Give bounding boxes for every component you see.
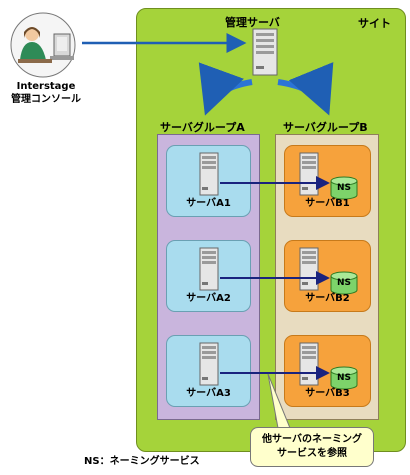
console-label-line1: Interstage: [16, 81, 76, 92]
server-a1-label: サーバA1: [186, 198, 231, 209]
admin-server-icon: [252, 28, 278, 80]
naming-db-icon: [330, 271, 358, 295]
site-label: サイト: [358, 17, 391, 30]
server-b3: NS サーバB3: [284, 335, 371, 407]
console-label: Interstage 管理コンソール: [4, 80, 88, 106]
server-b3-label: サーバB3: [305, 388, 350, 399]
note-line1: 他サーバのネーミング: [262, 434, 362, 445]
server-b1-label: サーバB1: [305, 198, 350, 209]
server-a2: サーバA2: [166, 240, 251, 312]
ns-label: NS: [337, 373, 352, 383]
naming-db-icon: [330, 176, 358, 200]
server-group-b-label: サーバグループB: [283, 121, 368, 134]
server-a1: サーバA1: [166, 145, 251, 217]
naming-db-icon: [330, 366, 358, 390]
server-b2-label: サーバB2: [305, 293, 350, 304]
server-group-a-label: サーバグループA: [160, 121, 245, 134]
legend-text: NS：ネーミングサービス: [84, 456, 200, 467]
server-icon: [199, 342, 219, 386]
ns-label: NS: [337, 183, 352, 193]
server-b1: NS サーバB1: [284, 145, 371, 217]
server-b2: NS サーバB2: [284, 240, 371, 312]
ns-label: NS: [337, 278, 352, 288]
server-icon: [299, 342, 319, 386]
server-a2-label: サーバA2: [186, 293, 231, 304]
note-callout: 他サーバのネーミング サービスを参照: [250, 427, 374, 467]
server-a3: サーバA3: [166, 335, 251, 407]
server-icon: [299, 247, 319, 291]
server-icon: [199, 152, 219, 196]
admin-server-label: 管理サーバ: [225, 16, 280, 29]
server-icon: [299, 152, 319, 196]
note-line2: サービスを参照: [277, 448, 347, 459]
server-a3-label: サーバA3: [186, 388, 231, 399]
console-user-icon: [4, 12, 82, 78]
console-label-line2: 管理コンソール: [11, 94, 81, 105]
server-icon: [199, 247, 219, 291]
